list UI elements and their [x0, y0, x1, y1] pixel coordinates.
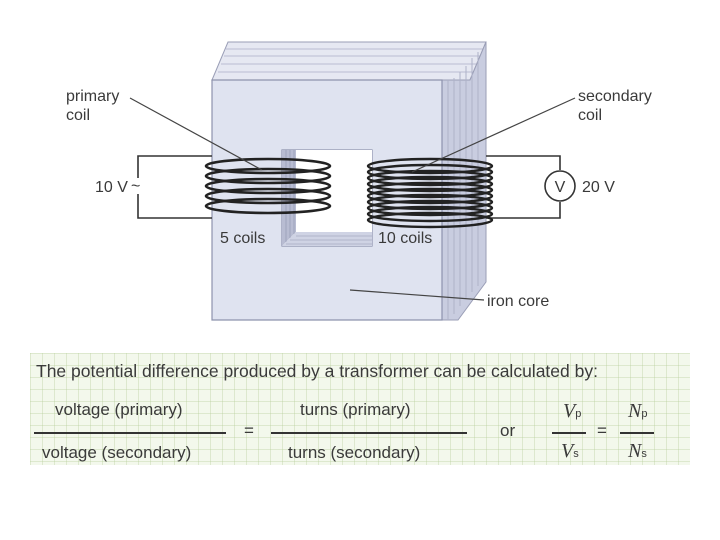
input-voltage-label: 10 V	[95, 179, 128, 196]
voltage-primary-text: voltage (primary)	[55, 400, 183, 419]
ac-symbol: ~	[131, 178, 140, 195]
core-laminations	[211, 41, 487, 321]
equation-heading: The potential difference produced by a t…	[36, 361, 598, 381]
secondary-coil-label-line1: secondary	[578, 88, 652, 105]
iron-core-label: iron core	[487, 293, 549, 310]
transformer-diagram: V primary coil secondary coil 10 V ~ 20 …	[66, 41, 652, 321]
vp-symbol: Vp	[563, 400, 582, 422]
secondary-circuit	[486, 155, 561, 219]
primary-coil-label-line1: primary	[66, 88, 119, 105]
turns-fraction-line	[271, 432, 467, 434]
voltage-secondary-text: voltage (secondary)	[42, 443, 192, 462]
turns-primary-text: turns (primary)	[300, 400, 411, 419]
equation-panel	[30, 353, 690, 465]
ns-symbol: Ns	[628, 440, 647, 462]
equals-sign-2: =	[597, 421, 607, 440]
turns-secondary-text: turns (secondary)	[288, 443, 421, 462]
primary-turns-label: 5 coils	[220, 230, 265, 247]
voltmeter-icon	[544, 170, 576, 202]
primary-circuit	[137, 155, 212, 219]
primary-coil	[204, 157, 332, 215]
or-text: or	[500, 421, 516, 440]
symbol-fraction-line-left	[552, 432, 586, 434]
leader-lines	[129, 97, 576, 301]
secondary-coil	[366, 157, 494, 229]
voltmeter-label: V	[555, 179, 566, 196]
secondary-coil-label-line2: coil	[578, 107, 602, 124]
output-voltage-label: 20 V	[582, 179, 615, 196]
secondary-turns-label: 10 coils	[378, 230, 432, 247]
np-symbol: Np	[628, 400, 648, 422]
voltage-fraction-line	[34, 432, 226, 434]
symbol-fraction-line-right	[620, 432, 654, 434]
equals-sign-1: =	[244, 421, 254, 440]
vs-symbol: Vs	[561, 440, 579, 462]
primary-coil-label-line2: coil	[66, 107, 90, 124]
